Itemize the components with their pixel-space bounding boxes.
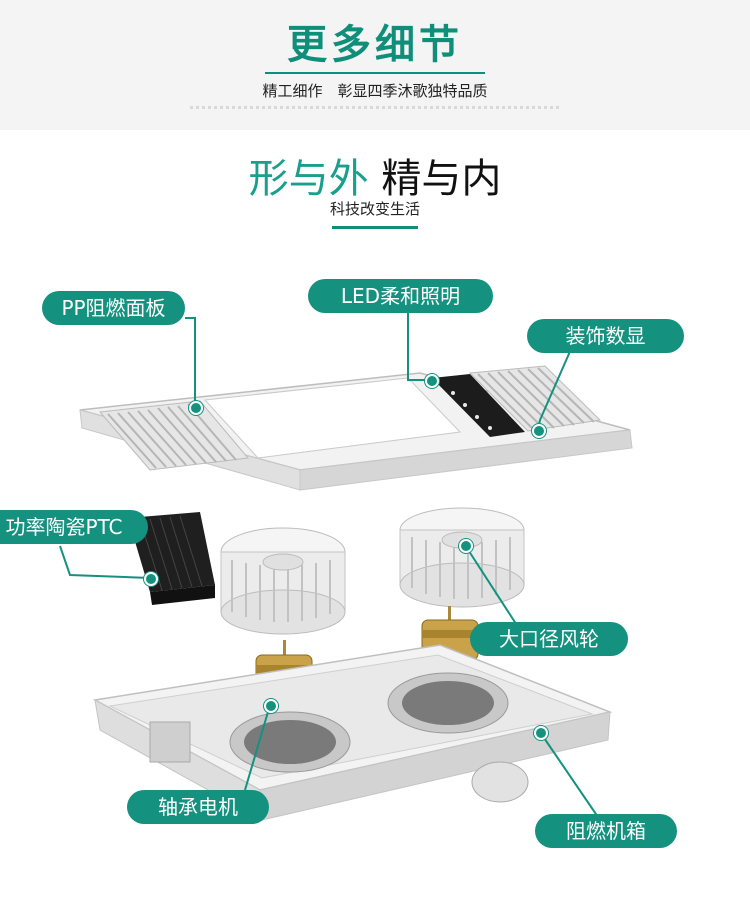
callout-motor: 轴承电机: [127, 790, 269, 824]
callout-box: 阻燃机箱: [535, 814, 677, 848]
callout-led: LED柔和照明: [308, 279, 493, 313]
panel-dot: [189, 401, 203, 415]
callout-panel: PP阻燃面板: [42, 291, 185, 325]
led-dot: [425, 374, 439, 388]
housing-box-graphic: [92, 644, 613, 821]
section-underline: [332, 226, 418, 229]
display-dot: [532, 424, 546, 438]
face-panel-graphic: [79, 365, 633, 491]
decorative-dotted-line: [190, 106, 560, 109]
hero-subtitle: 精工细作 彰显四季沐歌独特品质: [262, 82, 488, 100]
callout-ptc: 功率陶瓷PTC: [0, 510, 148, 544]
section-subtitle: 科技改变生活: [329, 200, 420, 218]
box-dot: [534, 726, 548, 740]
callout-display: 装饰数显: [527, 319, 684, 353]
motor-dot: [264, 699, 278, 713]
hero-title: 更多细节: [287, 22, 463, 68]
ptc-dot: [144, 572, 158, 586]
section-title: 形与外 精与内: [0, 146, 750, 204]
section-title-part2: 精与内: [381, 156, 502, 202]
wheel-dot: [459, 539, 473, 553]
fan-wheel-right-graphic: [399, 507, 525, 608]
section-title-part1: 形与外: [248, 156, 369, 202]
callout-wheel: 大口径风轮: [470, 622, 628, 656]
fan-wheel-left-graphic: [220, 527, 346, 635]
title-divider: [265, 72, 485, 74]
